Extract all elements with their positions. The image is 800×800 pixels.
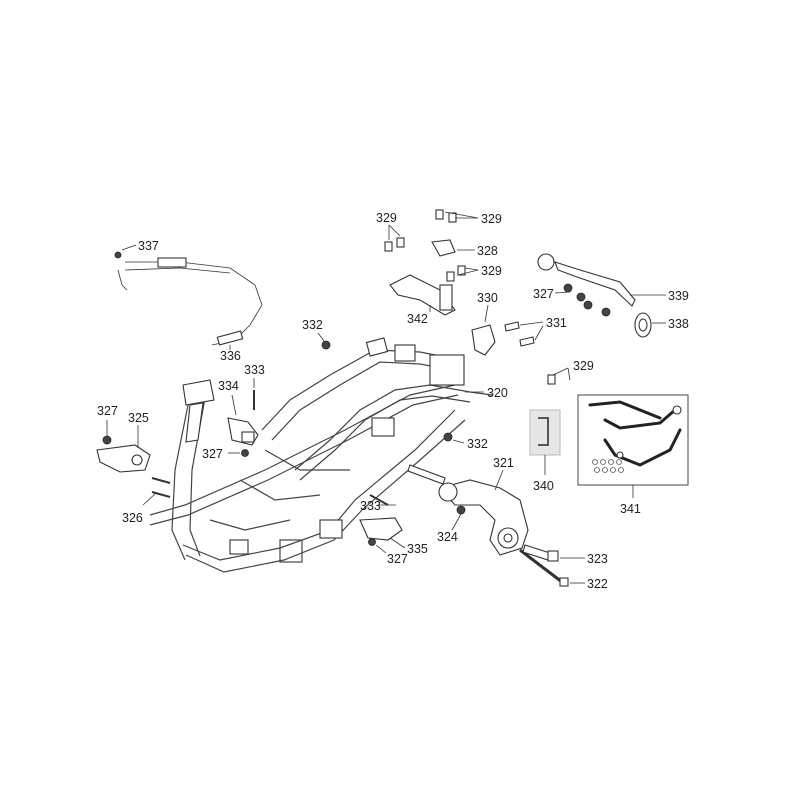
bolt-326 <box>151 477 171 498</box>
bolt-323 <box>522 544 559 562</box>
clamp-328 <box>431 239 456 257</box>
callout-333a: 333 <box>244 363 265 377</box>
hose-kit-341 <box>577 394 689 486</box>
nut-332a <box>321 340 331 350</box>
callout-342: 342 <box>407 312 428 326</box>
callout-334: 334 <box>218 379 239 393</box>
callout-337: 337 <box>138 239 159 253</box>
callout-324: 324 <box>437 530 458 544</box>
bracket-342 <box>389 274 456 316</box>
callout-339: 339 <box>668 289 689 303</box>
callout-327d: 327 <box>533 287 554 301</box>
front-bracket-325 <box>96 444 151 473</box>
callout-332a: 332 <box>302 318 323 332</box>
bolts-329 <box>384 209 556 385</box>
bolt-333b <box>369 494 389 506</box>
long-bolt <box>519 548 569 587</box>
stay-339 <box>537 253 636 307</box>
callout-331: 331 <box>546 316 567 330</box>
bracket-334 <box>227 417 259 446</box>
callout-332b: 332 <box>467 437 488 451</box>
nuts-327d <box>563 283 611 317</box>
callout-329a: 329 <box>376 211 397 225</box>
main-frame <box>149 337 493 573</box>
nut-327c <box>368 538 376 546</box>
callout-320: 320 <box>487 386 508 400</box>
nut-324 <box>456 505 466 515</box>
callout-329b: 329 <box>481 212 502 226</box>
callout-325: 325 <box>128 411 149 425</box>
callout-338: 338 <box>668 317 689 331</box>
callout-329c: 329 <box>481 264 502 278</box>
screw-337 <box>114 251 122 259</box>
callout-341: 341 <box>620 502 641 516</box>
hook-340 <box>529 409 561 456</box>
callout-328: 328 <box>477 244 498 258</box>
callout-322: 322 <box>587 577 608 591</box>
callout-340: 340 <box>533 479 554 493</box>
callout-333b: 333 <box>360 499 381 513</box>
nut-327b <box>241 449 249 457</box>
callout-321: 321 <box>493 456 514 470</box>
bracket-330 <box>471 324 496 356</box>
callout-330: 330 <box>477 291 498 305</box>
callout-336: 336 <box>220 349 241 363</box>
callout-327a: 327 <box>97 404 118 418</box>
nut-332b <box>443 432 453 442</box>
callout-329d: 329 <box>573 359 594 373</box>
callout-326: 326 <box>122 511 143 525</box>
disc-338 <box>634 312 652 338</box>
callout-335: 335 <box>407 542 428 556</box>
nut-327a <box>102 435 112 445</box>
callout-327b: 327 <box>202 447 223 461</box>
bolts-331 <box>504 321 535 347</box>
throttle-cable <box>117 257 263 346</box>
callout-323: 323 <box>587 552 608 566</box>
engine-hanger-bracket <box>438 479 529 556</box>
callout-327c: 327 <box>387 552 408 566</box>
bracket-335 <box>359 517 403 541</box>
